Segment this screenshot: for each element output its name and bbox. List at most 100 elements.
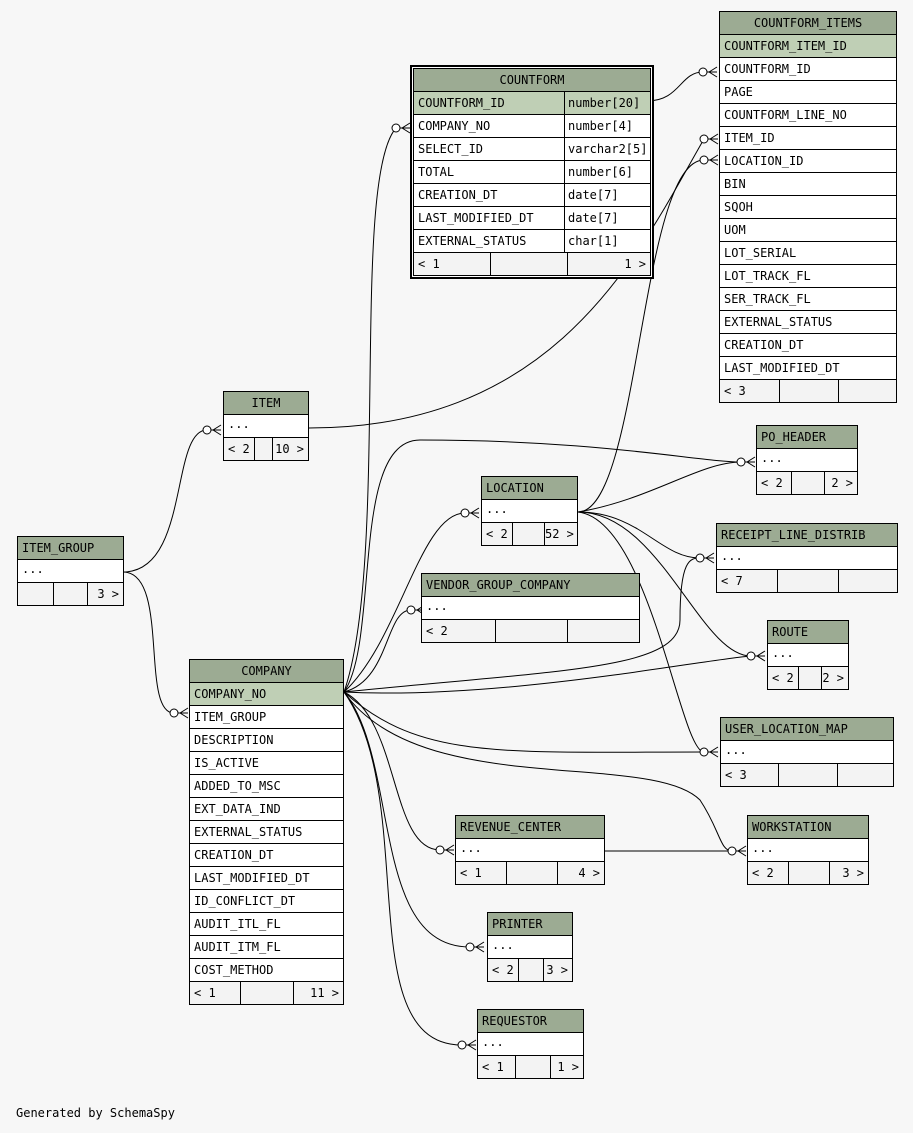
children-count[interactable]	[568, 620, 639, 642]
column-row[interactable]: EXT_DATA_IND	[190, 798, 343, 821]
column-row[interactable]: LAST_MODIFIED_DT	[190, 867, 343, 890]
parents-count[interactable]: < 1	[414, 253, 491, 275]
table-header[interactable]: REVENUE_CENTER	[456, 816, 604, 839]
parents-count[interactable]: < 1	[456, 862, 507, 884]
column-row[interactable]: CREATION_DT	[190, 844, 343, 867]
children-count[interactable]: 2 >	[822, 671, 844, 685]
parents-count[interactable]: < 2	[757, 472, 792, 494]
table-location[interactable]: LOCATION ... < 2 52 >	[481, 476, 578, 546]
table-printer[interactable]: PRINTER ... < 2 3 >	[487, 912, 573, 982]
table-user-location-map[interactable]: USER_LOCATION_MAP ... < 3	[720, 717, 894, 787]
table-header[interactable]: COUNTFORM_ITEMS	[720, 12, 896, 35]
children-count[interactable]: 52 >	[545, 527, 574, 541]
children-count[interactable]: 1 >	[624, 257, 646, 271]
table-header[interactable]: COUNTFORM	[414, 69, 650, 92]
children-count[interactable]: 10 >	[275, 442, 304, 456]
column-row[interactable]: BIN	[720, 173, 896, 196]
column-row[interactable]: SQOH	[720, 196, 896, 219]
table-vendor-group-company[interactable]: VENDOR_GROUP_COMPANY ... < 2	[421, 573, 640, 643]
table-receipt-line-distrib[interactable]: RECEIPT_LINE_DISTRIB ... < 7	[716, 523, 898, 593]
table-header[interactable]: ITEM_GROUP	[18, 537, 123, 560]
collapsed-columns[interactable]: ...	[488, 936, 572, 959]
parents-count[interactable]: < 2	[768, 667, 799, 689]
collapsed-columns[interactable]: ...	[721, 741, 893, 764]
column-row[interactable]: LOT_SERIAL	[720, 242, 896, 265]
table-header[interactable]: PRINTER	[488, 913, 572, 936]
children-count[interactable]	[839, 380, 896, 402]
collapsed-columns[interactable]: ...	[18, 560, 123, 583]
table-header[interactable]: REQUESTOR	[478, 1010, 583, 1033]
children-count[interactable]: 4 >	[578, 866, 600, 880]
collapsed-columns[interactable]: ...	[748, 839, 868, 862]
column-row[interactable]: DESCRIPTION	[190, 729, 343, 752]
column-row[interactable]: COUNTFORM_LINE_NO	[720, 104, 896, 127]
collapsed-columns[interactable]: ...	[456, 839, 604, 862]
table-header[interactable]: ITEM	[224, 392, 308, 415]
children-count[interactable]: 1 >	[557, 1060, 579, 1074]
collapsed-columns[interactable]: ...	[482, 500, 577, 523]
column-row[interactable]: PAGE	[720, 81, 896, 104]
column-row[interactable]: UOM	[720, 219, 896, 242]
parents-count[interactable]: < 2	[224, 438, 255, 460]
column-row[interactable]: SER_TRACK_FL	[720, 288, 896, 311]
parents-count[interactable]	[18, 583, 54, 605]
parents-count[interactable]: < 2	[748, 862, 789, 884]
column-row[interactable]: LOT_TRACK_FL	[720, 265, 896, 288]
collapsed-columns[interactable]: ...	[768, 644, 848, 667]
table-po-header[interactable]: PO_HEADER ... < 2 2 >	[756, 425, 858, 495]
collapsed-columns[interactable]: ...	[757, 449, 857, 472]
parents-count[interactable]: < 7	[717, 570, 778, 592]
children-count[interactable]: 3 >	[546, 963, 568, 977]
children-count[interactable]: 2 >	[831, 476, 853, 490]
parents-count[interactable]: < 3	[720, 380, 780, 402]
parents-count[interactable]: < 3	[721, 764, 779, 786]
collapsed-columns[interactable]: ...	[422, 597, 639, 620]
table-header[interactable]: WORKSTATION	[748, 816, 868, 839]
parents-count[interactable]: < 2	[488, 959, 519, 981]
collapsed-columns[interactable]: ...	[717, 547, 897, 570]
column-row[interactable]: IS_ACTIVE	[190, 752, 343, 775]
column-row[interactable]: EXTERNAL_STATUS	[190, 821, 343, 844]
table-route[interactable]: ROUTE ... < 2 2 >	[767, 620, 849, 690]
parents-count[interactable]: < 2	[482, 523, 513, 545]
column-row[interactable]: EXTERNAL_STATUS	[720, 311, 896, 334]
children-count[interactable]: 3 >	[842, 866, 864, 880]
column-row[interactable]: CREATION_DT	[720, 334, 896, 357]
table-header[interactable]: RECEIPT_LINE_DISTRIB	[717, 524, 897, 547]
column-row[interactable]: ADDED_TO_MSC	[190, 775, 343, 798]
table-requestor[interactable]: REQUESTOR ... < 1 1 >	[477, 1009, 584, 1079]
table-header[interactable]: VENDOR_GROUP_COMPANY	[422, 574, 639, 597]
table-header[interactable]: LOCATION	[482, 477, 577, 500]
column-row[interactable]: LAST_MODIFIED_DT	[720, 357, 896, 380]
column-row[interactable]: AUDIT_ITM_FL	[190, 936, 343, 959]
table-header[interactable]: COMPANY	[190, 660, 343, 683]
parents-count[interactable]: < 2	[422, 620, 496, 642]
table-revenue-center[interactable]: REVENUE_CENTER ... < 1 4 >	[455, 815, 605, 885]
column-row[interactable]: ITEM_ID	[720, 127, 896, 150]
table-header[interactable]: ROUTE	[768, 621, 848, 644]
collapsed-columns[interactable]: ...	[224, 415, 308, 438]
table-item[interactable]: ITEM ... < 2 10 >	[223, 391, 309, 461]
column-row[interactable]: COST_METHOD	[190, 959, 343, 982]
children-count[interactable]	[838, 764, 893, 786]
column-row[interactable]: COUNTFORM_ID	[720, 58, 896, 81]
children-count[interactable]: 11 >	[310, 986, 339, 1000]
parents-count[interactable]: < 1	[190, 982, 241, 1004]
table-header[interactable]: USER_LOCATION_MAP	[721, 718, 893, 741]
column-row[interactable]: COUNTFORM_ITEM_ID	[720, 35, 896, 58]
column-row[interactable]: LOCATION_ID	[720, 150, 896, 173]
parents-count[interactable]: < 1	[478, 1056, 516, 1078]
table-header[interactable]: PO_HEADER	[757, 426, 857, 449]
column-row[interactable]: COMPANY_NO	[190, 683, 343, 706]
children-count[interactable]	[839, 570, 897, 592]
